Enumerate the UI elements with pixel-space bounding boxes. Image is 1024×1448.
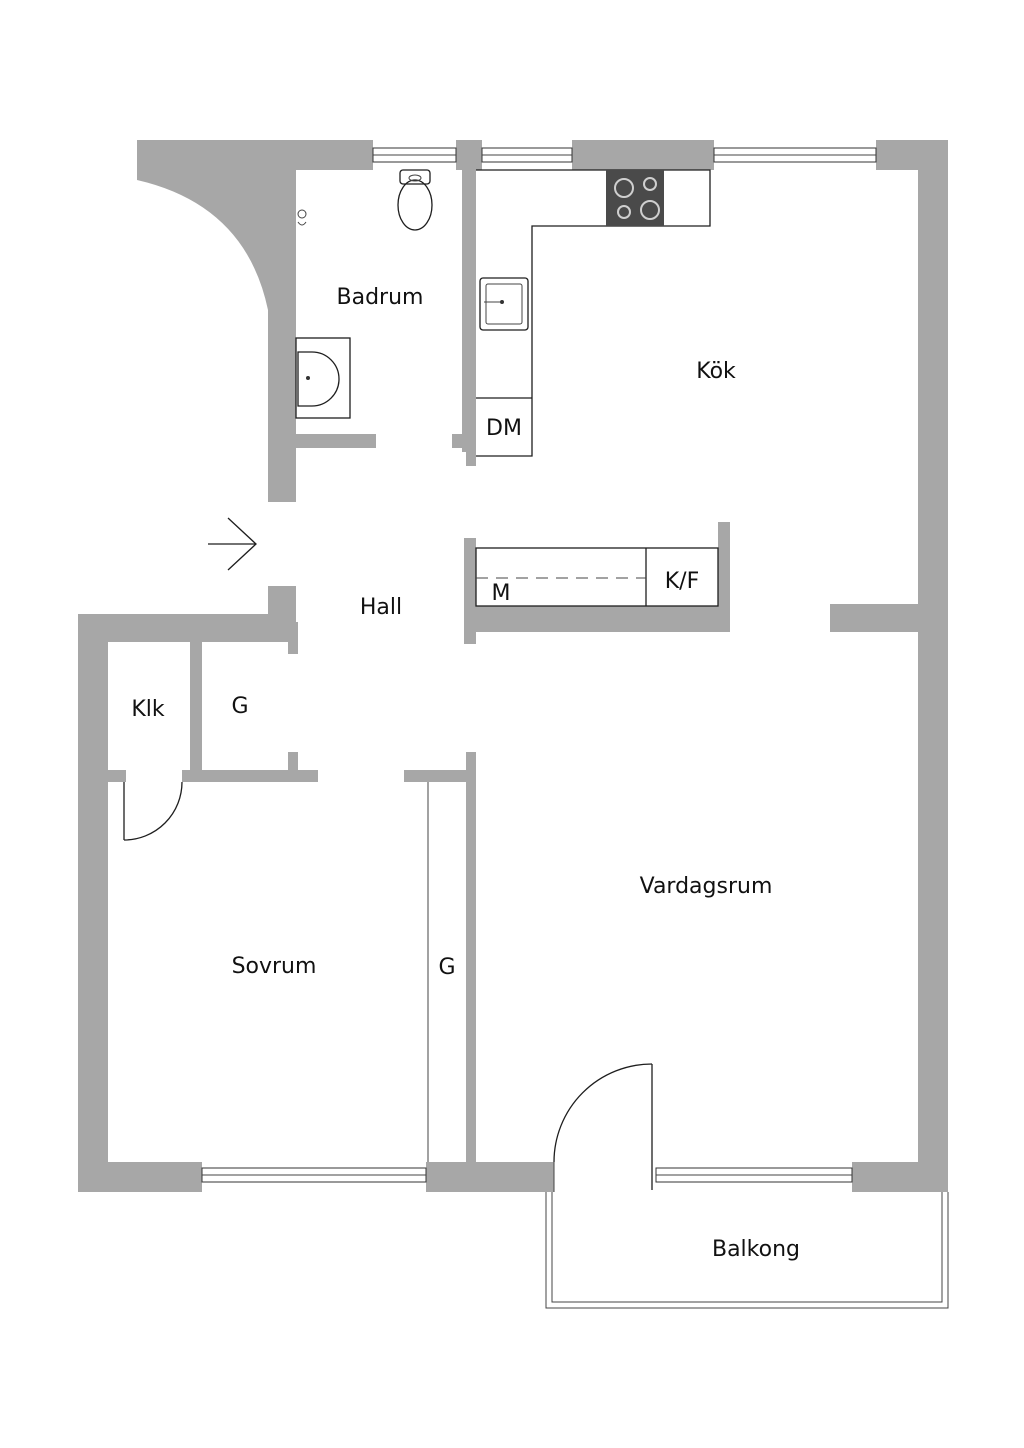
wall-klk-right	[190, 642, 202, 774]
walls	[78, 140, 948, 1192]
label-m: M	[492, 581, 511, 606]
wall-right	[918, 140, 948, 1192]
wall-kitchen-stub	[830, 604, 920, 632]
wall-top-kitchen	[572, 140, 714, 170]
window-bathroom	[372, 147, 457, 163]
shower-icon	[297, 209, 307, 226]
window-living	[655, 1167, 853, 1183]
wall-left	[78, 614, 108, 1192]
label-kok: Kök	[696, 359, 736, 384]
label-sovrum: Sovrum	[232, 954, 317, 979]
wall-divider	[466, 752, 476, 1164]
wall-bottom-mid	[426, 1162, 554, 1192]
window-kitchen-right	[713, 147, 877, 163]
label-kf: K/F	[665, 569, 700, 594]
wall-left-top	[78, 614, 290, 642]
door-balcony	[553, 1063, 653, 1192]
wall-entrance-stub	[288, 622, 298, 654]
label-g-closet: G	[231, 694, 248, 719]
kitchen-counter	[476, 169, 711, 457]
wall-bottom-right	[852, 1162, 948, 1192]
label-badrum: Badrum	[337, 285, 424, 310]
room-labels: Badrum Kök DM Hall M K/F Klk G Vardagsru…	[131, 285, 800, 1262]
door-closet	[123, 781, 183, 841]
label-g-wardrobe: G	[438, 955, 455, 980]
label-hall: Hall	[360, 595, 402, 620]
wall-bath-bottom	[296, 434, 376, 448]
wall-bath-right-foot	[466, 434, 476, 466]
wall-entrance-curve	[137, 140, 296, 502]
island-cabinets	[475, 547, 719, 607]
wall-closet-bottom	[182, 770, 318, 782]
washbasin-icon	[295, 337, 351, 419]
wall-divider-top	[404, 770, 476, 782]
wall-island-right	[718, 522, 730, 632]
wall-bath-right	[462, 140, 476, 452]
wall-klk-bottom	[106, 770, 126, 782]
toilet-icon	[397, 169, 433, 231]
window-bedroom	[201, 1167, 427, 1183]
label-balkong: Balkong	[712, 1237, 800, 1262]
label-klk: Klk	[131, 697, 165, 722]
stove-icon	[606, 170, 664, 226]
wall-island-bottom	[464, 606, 730, 632]
label-dm: DM	[486, 416, 522, 441]
arrow-right-icon	[208, 517, 257, 571]
label-vardagsrum: Vardagsrum	[640, 874, 773, 899]
wall-closet-stub	[288, 752, 298, 778]
window-kitchen-left	[481, 147, 573, 163]
sink-icon	[479, 277, 529, 331]
windows	[201, 147, 877, 1183]
balcony	[545, 1192, 949, 1309]
